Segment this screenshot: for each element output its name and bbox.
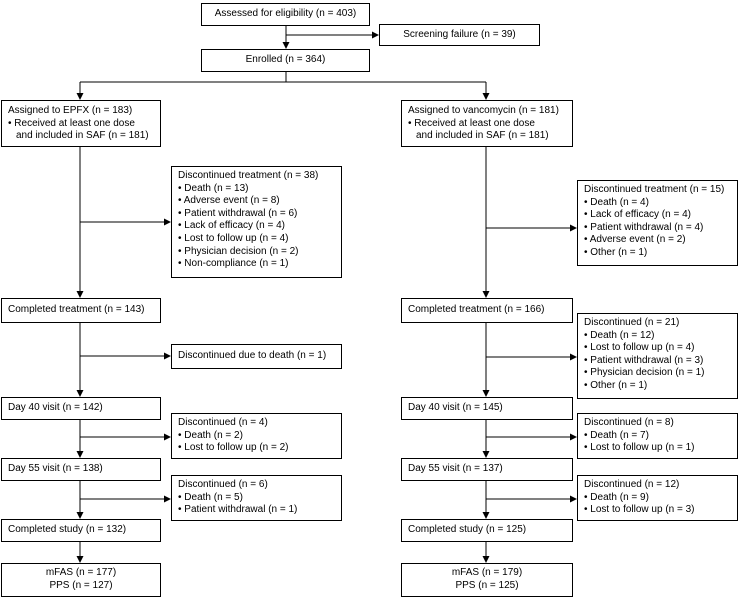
right-pps-label: PPS (n = 125) — [455, 580, 519, 591]
right-analysis-box: mFAS (n = 179) PPS (n = 125) — [401, 563, 573, 597]
right-discontinued-treatment-box: Discontinued treatment (n = 15) • Death … — [577, 180, 738, 266]
left-pps-label: PPS (n = 127) — [49, 580, 113, 591]
screening-failure-box: Screening failure (n = 39) — [379, 24, 540, 46]
list-item: • Adverse event (n = 2) — [584, 234, 686, 246]
assessed-label: Assessed for eligibility (n = 403) — [214, 8, 357, 20]
left-completed-study-box: Completed study (n = 132) — [1, 519, 161, 542]
right-assigned-box: Assigned to vancomycin (n = 181) • Recei… — [401, 100, 573, 147]
right-completed-treatment-box: Completed treatment (n = 166) — [401, 298, 573, 323]
list-item: • Death (n = 5) — [178, 491, 243, 503]
assessed-box: Assessed for eligibility (n = 403) — [201, 3, 370, 26]
left-discontinued-day40-box: Discontinued (n = 4) • Death (n = 2) • L… — [171, 413, 342, 459]
list-item: • Death (n = 7) — [584, 429, 649, 441]
list-item: • Lost to follow up (n = 1) — [584, 442, 695, 454]
list-item: • Death (n = 9) — [584, 491, 649, 503]
list-item: • Lack of efficacy (n = 4) — [178, 220, 285, 232]
enrolled-box: Enrolled (n = 364) — [201, 49, 370, 72]
right-day40-box: Day 40 visit (n = 145) — [401, 397, 573, 420]
left-discontinued-death-label: Discontinued due to death (n = 1) — [178, 350, 327, 362]
left-assigned-detail-2: and included in SAF (n = 181) — [16, 130, 149, 142]
list-item: • Lost to follow up (n = 2) — [178, 442, 289, 454]
left-discontinued-treatment-title: Discontinued treatment (n = 38) — [178, 170, 319, 181]
left-completed-study-label: Completed study (n = 132) — [8, 524, 127, 536]
right-discontinued-day40-box: Discontinued (n = 8) • Death (n = 7) • L… — [577, 413, 738, 459]
enrolled-label: Enrolled (n = 364) — [245, 54, 326, 66]
list-item: • Lost to follow up (n = 4) — [584, 342, 695, 354]
right-day55-box: Day 55 visit (n = 137) — [401, 458, 573, 481]
list-item: • Physician decision (n = 1) — [584, 367, 705, 379]
list-item: • Non-compliance (n = 1) — [178, 258, 289, 270]
left-discontinued-day55-box: Discontinued (n = 6) • Death (n = 5) • P… — [171, 475, 342, 521]
right-assigned-detail-2: and included in SAF (n = 181) — [416, 130, 549, 142]
list-item: • Lack of efficacy (n = 4) — [584, 209, 691, 221]
list-item: • Death (n = 13) — [178, 182, 249, 194]
list-item: • Adverse event (n = 8) — [178, 195, 280, 207]
list-item: • Physician decision (n = 2) — [178, 245, 299, 257]
right-discontinued-treatment-title: Discontinued treatment (n = 15) — [584, 184, 725, 195]
list-item: • Patient withdrawal (n = 1) — [178, 504, 298, 516]
list-item: • Patient withdrawal (n = 4) — [584, 221, 704, 233]
list-item: • Patient withdrawal (n = 3) — [584, 354, 704, 366]
left-day40-box: Day 40 visit (n = 142) — [1, 397, 161, 420]
right-completed-treatment-label: Completed treatment (n = 166) — [408, 304, 545, 316]
left-assigned-detail-1: • Received at least one dose — [8, 117, 135, 129]
right-mfas-label: mFAS (n = 179) — [451, 567, 523, 579]
right-completed-study-label: Completed study (n = 125) — [408, 524, 527, 536]
left-completed-treatment-label: Completed treatment (n = 143) — [8, 304, 145, 316]
left-discontinued-day40-title: Discontinued (n = 4) — [178, 417, 268, 428]
list-item: • Lost to follow up (n = 3) — [584, 504, 695, 516]
left-discontinued-treatment-box: Discontinued treatment (n = 38) • Death … — [171, 166, 342, 278]
right-day55-label: Day 55 visit (n = 137) — [408, 463, 503, 475]
right-discontinued-day55-box: Discontinued (n = 12) • Death (n = 9) • … — [577, 475, 738, 521]
left-mfas-label: mFAS (n = 177) — [45, 567, 117, 579]
list-item: • Death (n = 2) — [178, 429, 243, 441]
right-day40-label: Day 40 visit (n = 145) — [408, 402, 503, 414]
list-item: • Patient withdrawal (n = 6) — [178, 207, 298, 219]
left-completed-treatment-box: Completed treatment (n = 143) — [1, 298, 161, 323]
list-item: • Other (n = 1) — [584, 379, 648, 391]
left-analysis-box: mFAS (n = 177) PPS (n = 127) — [1, 563, 161, 597]
left-assigned-box: Assigned to EPFX (n = 183) • Received at… — [1, 100, 161, 147]
left-day55-label: Day 55 visit (n = 138) — [8, 463, 103, 475]
left-discontinued-death-box: Discontinued due to death (n = 1) — [171, 344, 342, 369]
right-assigned-detail-1: • Received at least one dose — [408, 117, 535, 129]
left-assigned-title: Assigned to EPFX (n = 183) — [8, 105, 133, 116]
left-discontinued-day55-title: Discontinued (n = 6) — [178, 479, 268, 490]
right-assigned-title: Assigned to vancomycin (n = 181) — [408, 105, 559, 116]
right-discontinued-day40-title: Discontinued (n = 8) — [584, 417, 674, 428]
screening-failure-label: Screening failure (n = 39) — [403, 28, 516, 40]
right-completed-study-box: Completed study (n = 125) — [401, 519, 573, 542]
right-discontinued-after-treatment-title: Discontinued (n = 21) — [584, 317, 680, 328]
right-discontinued-day55-title: Discontinued (n = 12) — [584, 479, 680, 490]
left-day40-label: Day 40 visit (n = 142) — [8, 402, 103, 414]
list-item: • Lost to follow up (n = 4) — [178, 232, 289, 244]
list-item: • Death (n = 4) — [584, 196, 649, 208]
list-item: • Other (n = 1) — [584, 246, 648, 258]
right-discontinued-after-treatment-box: Discontinued (n = 21) • Death (n = 12) •… — [577, 313, 738, 399]
left-day55-box: Day 55 visit (n = 138) — [1, 458, 161, 481]
list-item: • Death (n = 12) — [584, 329, 655, 341]
